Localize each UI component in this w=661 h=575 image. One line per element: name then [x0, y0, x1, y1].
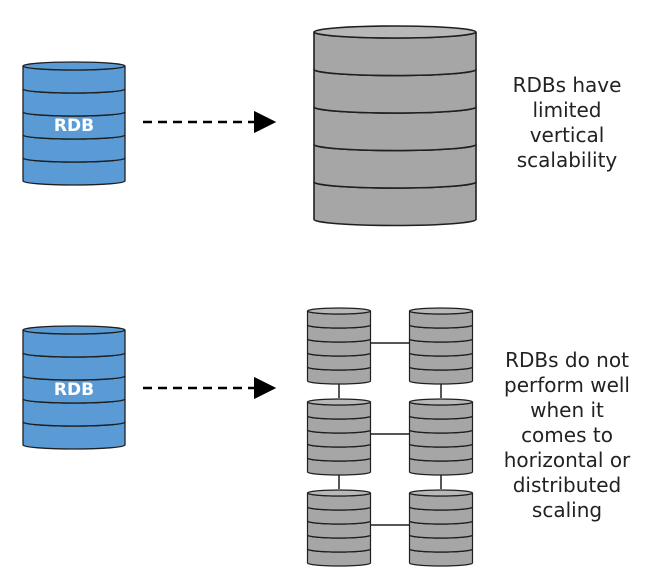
horizontal-server-cluster [306, 307, 474, 567]
caption-line: RDBs do not [505, 348, 629, 372]
rdb-disk [22, 61, 126, 94]
cluster-server-1 [306, 307, 372, 385]
rdb-database-top [22, 61, 126, 186]
rdb-disk [22, 325, 126, 358]
cluster-server-6 [408, 489, 474, 567]
caption-line: horizontal or [503, 448, 631, 472]
rdb-label-top: RDB [54, 116, 94, 136]
server-disk [313, 25, 477, 77]
cluster-connectors [338, 342, 442, 526]
cluster-disk [306, 489, 372, 511]
caption-horizontal-scaling: RDBs do not perform well when it comes t… [494, 348, 640, 523]
cluster-server-2 [408, 307, 474, 385]
vertical-server-stack [313, 25, 477, 227]
caption-line: comes to [521, 423, 613, 447]
caption-line: limited [532, 98, 602, 122]
cluster-disk [306, 307, 372, 329]
cluster-server-3 [306, 398, 372, 476]
caption-line: scalability [516, 148, 618, 172]
caption-line: when it [530, 398, 604, 422]
cluster-disk [306, 398, 372, 420]
rdb-database-bottom [22, 325, 126, 450]
caption-line: RDBs have [512, 73, 622, 97]
cluster-disk [408, 398, 474, 420]
caption-line: vertical [529, 123, 605, 147]
cluster-disk [408, 307, 474, 329]
caption-line: perform well [504, 373, 630, 397]
cluster-disk [408, 489, 474, 511]
cluster-server-5 [306, 489, 372, 567]
caption-vertical-scalability: RDBs have limited vertical scalability [497, 73, 637, 173]
rdb-label-bottom: RDB [54, 380, 94, 400]
cluster-server-4 [408, 398, 474, 476]
caption-line: distributed [512, 473, 622, 497]
caption-line: scaling [531, 498, 603, 522]
